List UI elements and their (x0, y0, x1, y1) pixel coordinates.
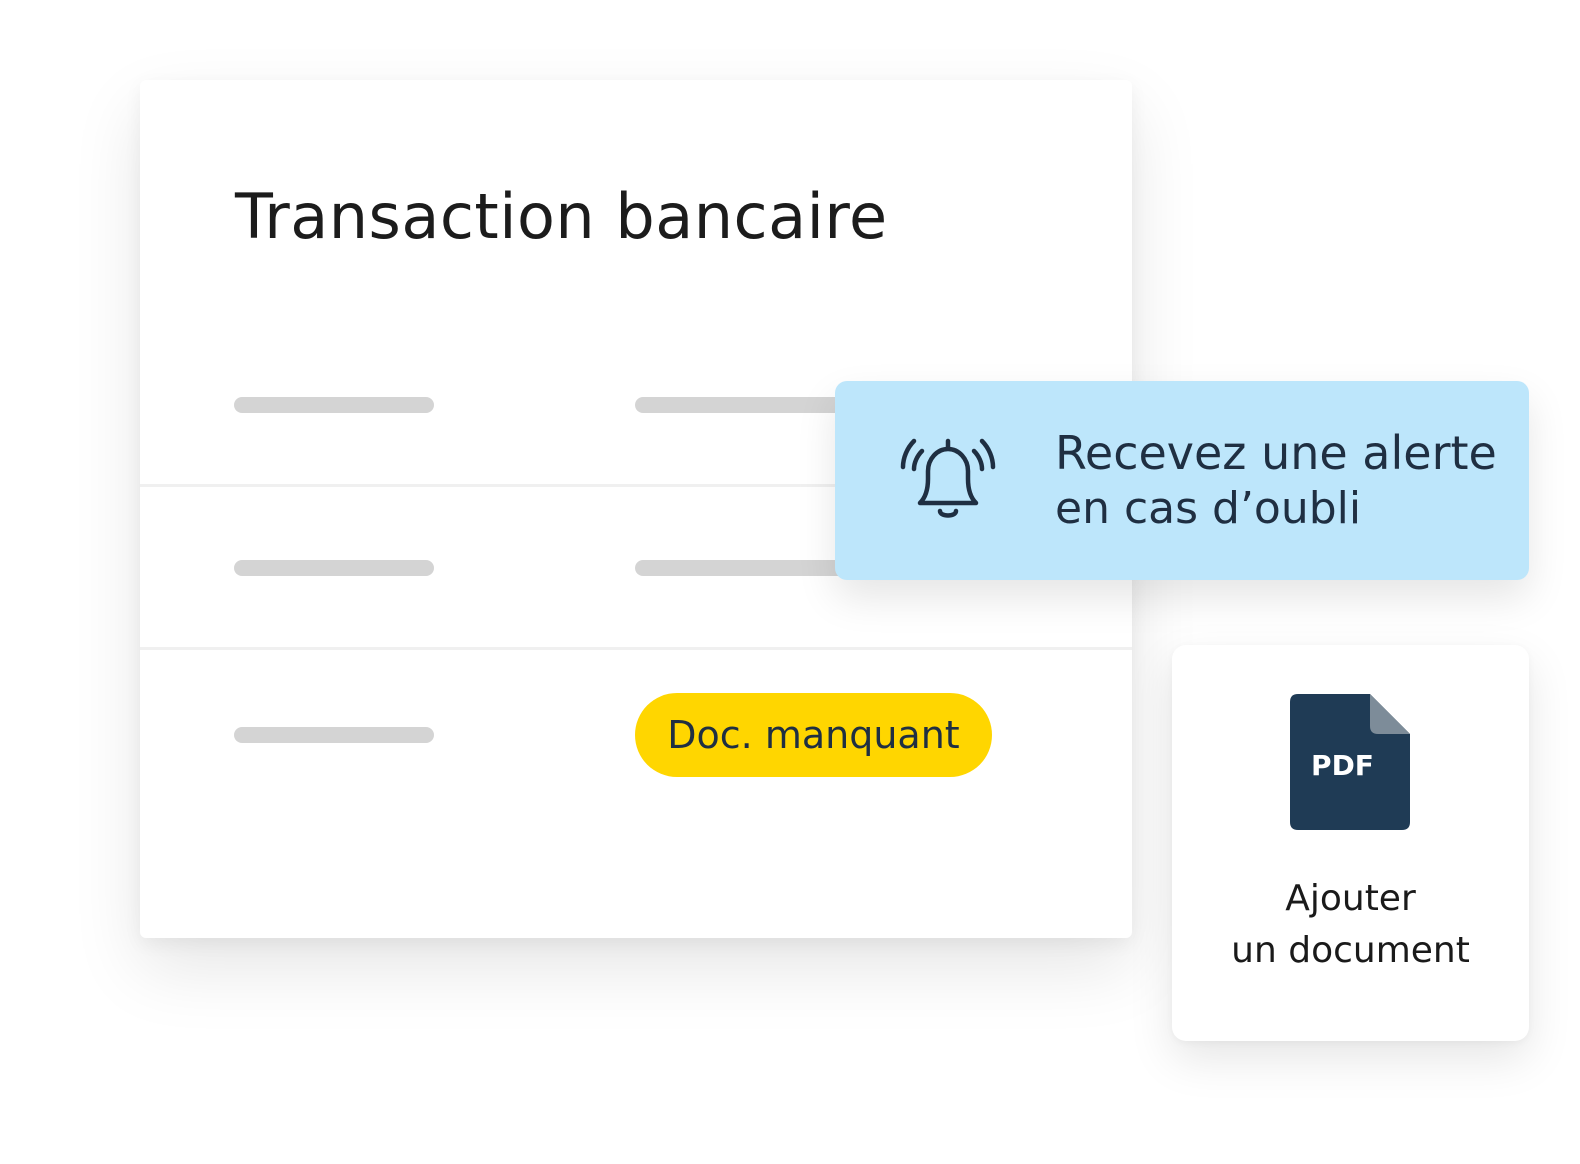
alert-message: Recevez une alerte en cas d’oubli (1055, 425, 1497, 537)
alert-card[interactable]: Recevez une alerte en cas d’oubli (835, 381, 1529, 580)
row-2-value-placeholder (635, 560, 855, 576)
row-1-label-placeholder (234, 397, 434, 413)
row-divider (140, 484, 1132, 487)
missing-document-badge[interactable]: Doc. manquant (635, 693, 992, 777)
row-1-value-placeholder (635, 397, 855, 413)
pdf-file-icon: PDF (1290, 694, 1410, 830)
row-3-label-placeholder (234, 727, 434, 743)
add-document-card[interactable]: PDF Ajouter un document (1172, 645, 1529, 1041)
add-document-line1: Ajouter (1285, 878, 1416, 919)
row-2-label-placeholder (234, 560, 434, 576)
pdf-file-shape (1290, 694, 1410, 830)
add-document-line2: un document (1231, 930, 1470, 971)
alert-message-line1: Recevez une alerte (1055, 426, 1497, 480)
add-document-label: Ajouter un document (1172, 873, 1529, 977)
row-divider (140, 647, 1132, 650)
alert-message-line2: en cas d’oubli (1055, 483, 1362, 534)
bell-ringing-icon (900, 438, 996, 518)
card-title: Transaction bancaire (235, 180, 888, 253)
pdf-icon-label: PDF (1311, 749, 1374, 782)
